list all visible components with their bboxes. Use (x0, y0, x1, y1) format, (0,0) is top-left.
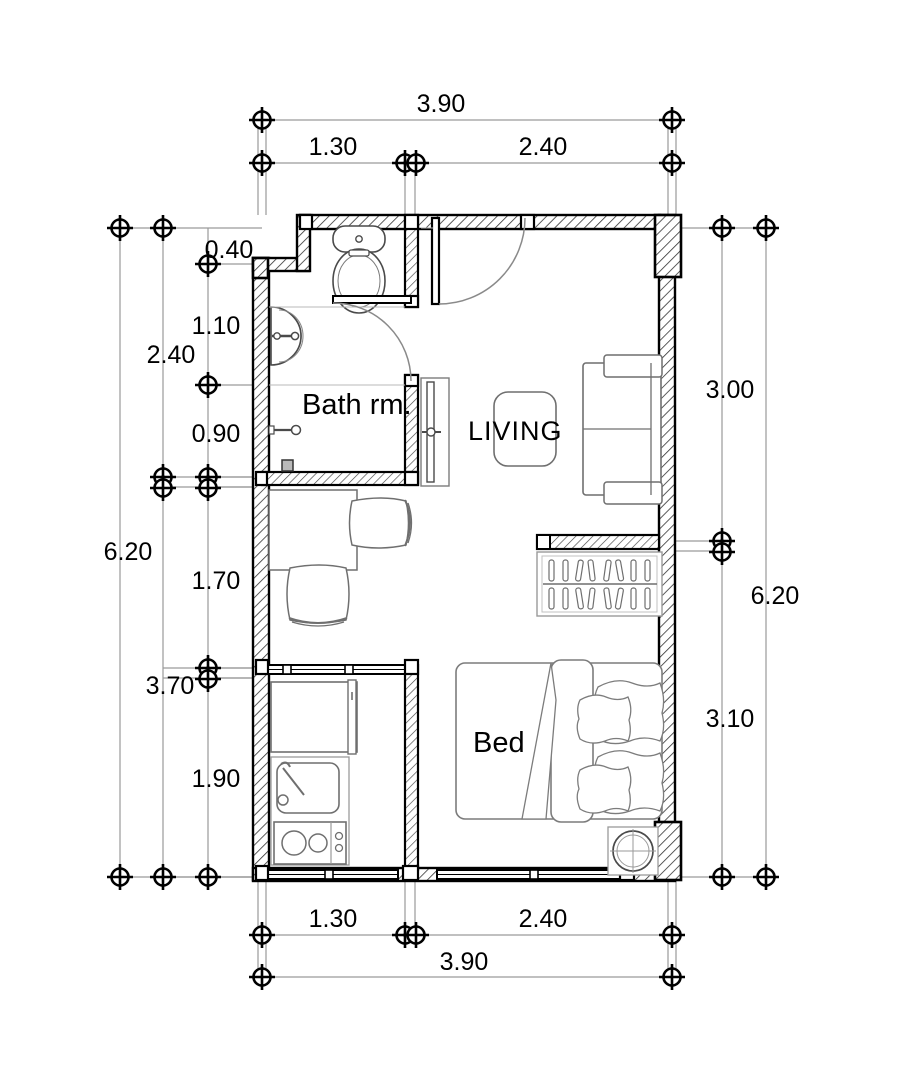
dim-right-top: 3.00 (706, 376, 755, 404)
dim-left-mid2: 3.70 (146, 672, 195, 700)
room-label-living: LIVING (468, 416, 563, 446)
dimension-texts: 3.90 1.30 2.40 1.30 2.40 3.90 0.40 1.10 … (104, 90, 800, 976)
desk-icon (268, 489, 358, 571)
wall-exterior-left (251, 256, 271, 882)
wardrobe-icon (536, 551, 663, 617)
study-furniture (268, 489, 413, 627)
gas-stove-icon (273, 821, 347, 865)
chair-icon (286, 564, 350, 627)
dim-left-1: 0.40 (205, 236, 254, 264)
dim-right-outer: 6.20 (751, 582, 800, 610)
wall-bottom-openings (267, 869, 623, 880)
dim-top-inner-left: 1.30 (309, 133, 358, 161)
wash-basin-icon (270, 306, 304, 366)
wall-kitchen-right (403, 663, 420, 872)
living-furniture (493, 354, 663, 505)
column-top-right (653, 213, 683, 279)
shower-screen-icon (420, 377, 450, 487)
dim-left-3: 0.90 (192, 420, 241, 448)
kitchen-sink-icon (276, 761, 340, 814)
dim-top-inner-right: 2.40 (519, 133, 568, 161)
room-label-bed: Bed (473, 727, 525, 759)
entry-door (421, 216, 526, 306)
kitchen-fixtures (270, 679, 358, 866)
bedroom-furniture (455, 533, 665, 876)
room-label-bath: Bath rm. (302, 389, 412, 421)
bath-floor-outlet-icon (281, 459, 294, 472)
dim-top-outer: 3.90 (417, 90, 466, 118)
pillow-icon (576, 680, 665, 815)
dim-bottom-outer: 3.90 (440, 948, 489, 976)
dim-left-mid: 2.40 (147, 341, 196, 369)
dim-left-2: 1.10 (192, 312, 241, 340)
sofa-icon (582, 354, 663, 505)
wardrobe-wall (535, 533, 661, 551)
dim-left-4: 1.70 (192, 567, 241, 595)
refrigerator-icon (270, 679, 358, 755)
wall-partition-thin (261, 664, 415, 675)
wall-bath-bottom (260, 470, 420, 487)
round-table-icon (607, 826, 659, 876)
dim-bottom-inner-right: 2.40 (519, 905, 568, 933)
column-top-left (251, 256, 270, 280)
chair-icon (348, 497, 413, 549)
column-bottom-right (653, 820, 683, 882)
floor-drain-icon (268, 424, 302, 436)
dim-right-bottom: 3.10 (706, 705, 755, 733)
coffee-table-icon (493, 391, 557, 467)
bed-icon (455, 659, 665, 823)
wardrobe-end-cap (536, 534, 551, 550)
columns (251, 213, 683, 882)
dim-left-outer: 6.20 (104, 538, 153, 566)
dim-left-5: 1.90 (192, 765, 241, 793)
door-bath (332, 295, 412, 382)
dim-bottom-inner-left: 1.30 (309, 905, 358, 933)
